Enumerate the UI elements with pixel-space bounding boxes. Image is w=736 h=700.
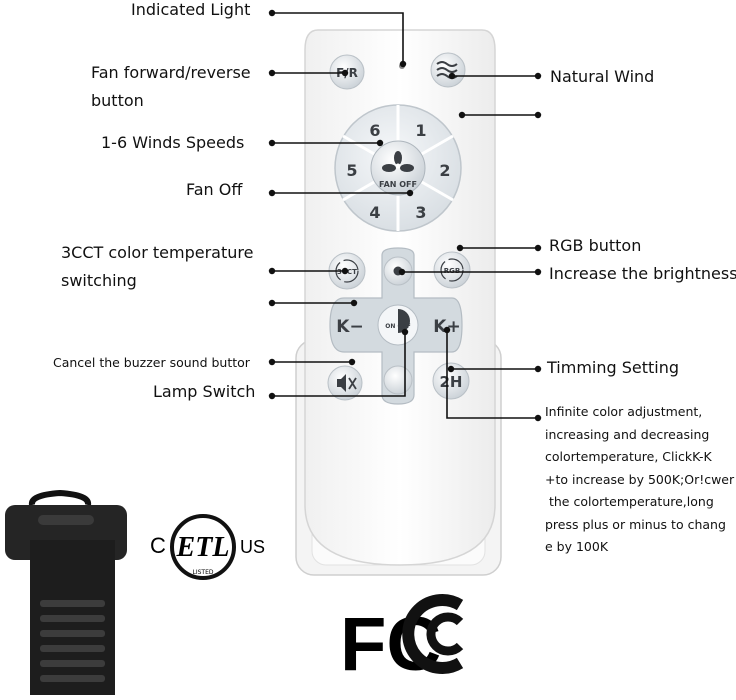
- natural-wind-label: Natural Wind: [550, 67, 655, 86]
- mute-button[interactable]: [327, 365, 363, 401]
- speed-3[interactable]: 3: [415, 203, 426, 222]
- natural-wind-button[interactable]: [430, 52, 466, 88]
- k-minus-label: K−: [336, 317, 363, 337]
- rgb-button-label: RGB button: [549, 236, 642, 255]
- increase-brightness-label: Increase the brightness: [549, 264, 736, 283]
- timing-setting-label: Timming Setting: [547, 358, 680, 377]
- mute-icon: [337, 374, 357, 392]
- timer-button[interactable]: 2H: [432, 362, 470, 400]
- fan-off-label: FAN OFF: [379, 180, 417, 189]
- etl-c-text: C: [150, 533, 166, 558]
- speed-5[interactable]: 5: [346, 161, 357, 180]
- leader-dots: [268, 9, 542, 422]
- timer-label: 2H: [440, 373, 463, 391]
- infinite-color-note: Infinite color adjustment, increasing an…: [545, 404, 735, 554]
- indicated-light-label: Indicated Light: [131, 0, 251, 19]
- speed-1[interactable]: 1: [415, 121, 426, 140]
- rgb-label: RGB: [444, 267, 460, 275]
- fan-off-label: Fan Off: [186, 180, 243, 199]
- etl-text: ETL: [176, 532, 230, 563]
- fcc-logo: FC: [340, 594, 464, 687]
- etl-logo: C ETL LISTED US: [150, 514, 265, 580]
- on-off-label: ON OFF: [385, 323, 411, 330]
- speed-6[interactable]: 6: [369, 121, 380, 140]
- brightness-up-button[interactable]: [383, 256, 413, 286]
- speed-2[interactable]: 2: [439, 161, 450, 180]
- speed-4[interactable]: 4: [369, 203, 380, 222]
- cct-switching-label: 3CCT color temperature switching: [61, 243, 254, 290]
- wind-speeds-label: 1-6 Winds Speeds: [101, 133, 245, 152]
- receiver-box-image: [5, 489, 127, 695]
- k-minus-button[interactable]: K−: [336, 317, 363, 337]
- fcc-fc-text: FC: [340, 602, 441, 687]
- fan-forward-reverse-label: Fan forward/reverse button: [91, 63, 251, 110]
- rgb-button[interactable]: RGB: [433, 251, 471, 289]
- brightness-down-button[interactable]: [383, 365, 413, 395]
- etl-us-text: US: [240, 537, 265, 557]
- on-off-button[interactable]: ON OFF: [377, 304, 419, 346]
- etl-listed-text: LISTED: [193, 569, 214, 576]
- power-bulb-icon: [398, 309, 410, 333]
- fan-off-button[interactable]: FAN OFF: [370, 140, 426, 196]
- cancel-buzzer-label: Cancel the buzzer sound buttor: [53, 355, 250, 370]
- fan-icon: [382, 151, 414, 172]
- leader-lines: [272, 12, 538, 419]
- lamp-switch-label: Lamp Switch: [153, 382, 256, 401]
